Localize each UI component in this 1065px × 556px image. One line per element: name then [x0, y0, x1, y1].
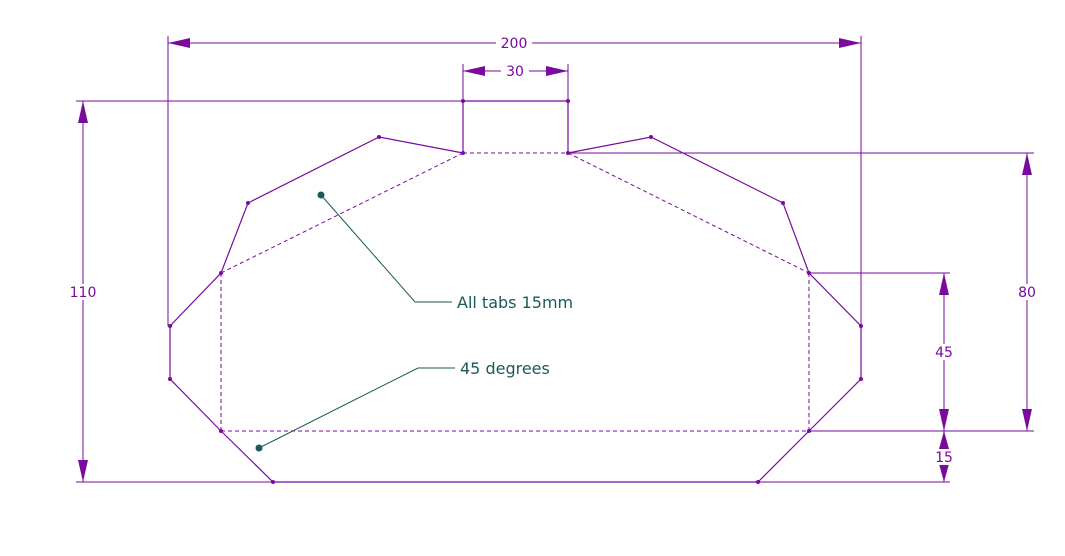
arrow-left-icon	[463, 66, 485, 76]
dimension-label-30: 30	[506, 64, 524, 80]
arrow-down-icon	[78, 460, 88, 482]
dimension-height-45: 45	[809, 272, 957, 431]
arrow-down-icon	[939, 464, 949, 482]
label-mask	[496, 35, 532, 51]
right-slope-dashed	[567, 152, 810, 274]
dimension-label-110: 110	[70, 285, 97, 301]
vertex	[168, 377, 172, 381]
arrow-up-icon	[78, 101, 88, 123]
label-mask	[501, 63, 529, 79]
note-45-degrees: 45 degrees	[255, 359, 550, 452]
dimension-label-45: 45	[935, 345, 953, 361]
note-45-degrees-text: 45 degrees	[460, 359, 550, 378]
leader-line	[258, 367, 455, 449]
note-all-tabs-text: All tabs 15mm	[457, 293, 573, 312]
arrow-up-icon	[1022, 153, 1032, 175]
vertex	[859, 377, 863, 381]
label-mask	[1014, 284, 1040, 300]
vertex-markers	[168, 99, 863, 484]
vertex	[219, 429, 223, 433]
vertex	[168, 324, 172, 328]
dimension-label-80: 80	[1018, 285, 1036, 301]
arrow-right-icon	[546, 66, 568, 76]
vertex	[377, 135, 381, 139]
arrow-up-icon	[939, 273, 949, 295]
vertex	[781, 201, 785, 205]
vertex	[461, 151, 465, 155]
dimension-base-15: 15	[758, 431, 957, 483]
arrow-down-icon	[939, 409, 949, 431]
dimension-overall-width: 200	[167, 35, 862, 326]
left-slope-dashed	[220, 152, 464, 274]
construction-lines	[220, 152, 810, 432]
dimension-overall-height: 110	[66, 100, 463, 483]
note-all-tabs: All tabs 15mm	[317, 191, 573, 312]
dimension-height-80: 80	[568, 152, 1040, 432]
leader-line	[320, 194, 452, 303]
dimension-tab-width: 30	[462, 63, 569, 101]
dimension-label-15: 15	[935, 450, 953, 466]
arrow-up-icon	[939, 431, 949, 449]
part-outline	[169, 100, 862, 483]
label-mask	[931, 344, 957, 360]
dimension-label-200: 200	[501, 36, 528, 52]
outline-path	[169, 100, 862, 483]
vertex	[219, 271, 223, 275]
arrow-right-icon	[839, 38, 861, 48]
label-mask	[66, 284, 100, 300]
vertex	[649, 135, 653, 139]
label-mask	[931, 449, 957, 465]
arrow-down-icon	[1022, 409, 1032, 431]
vertex	[246, 201, 250, 205]
arrow-left-icon	[168, 38, 190, 48]
